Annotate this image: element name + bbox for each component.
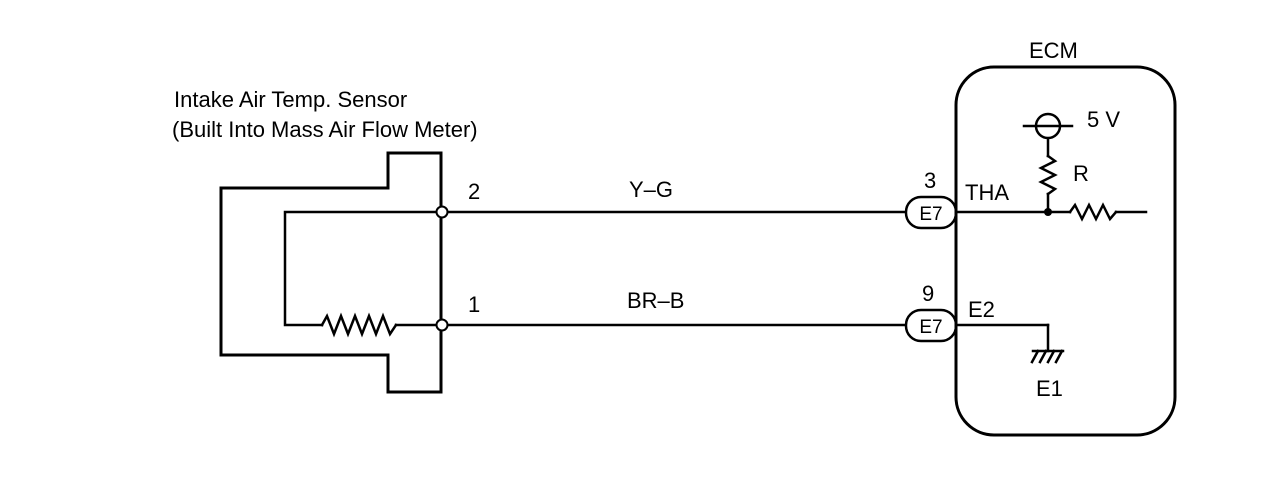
e2-label: E2 <box>968 297 995 322</box>
pullup-resistor-icon <box>1038 154 1058 196</box>
wire-br-b-label: BR–B <box>627 288 684 313</box>
sensor-thermistor-resistor-icon <box>320 312 398 338</box>
harness: Y–G BR–B <box>446 177 908 327</box>
connector-e7-pin-9: E7 9 <box>904 281 958 343</box>
connector-pin-number: 9 <box>922 281 934 306</box>
wire-y-g-label: Y–G <box>629 177 673 202</box>
ground-icon <box>1030 349 1064 364</box>
ecm-box <box>954 65 1177 437</box>
ecm-title: ECM <box>1029 38 1078 63</box>
connector-name: E7 <box>919 204 942 225</box>
connector-e7-pin-3: E7 3 <box>904 168 958 230</box>
e1-label: E1 <box>1036 376 1063 401</box>
intake-air-temp-sensor: Intake Air Temp. Sensor (Built Into Mass… <box>172 87 480 394</box>
internal-resistor-icon <box>1068 202 1118 222</box>
sensor-terminal-2 <box>435 205 449 219</box>
tha-label: THA <box>965 180 1009 205</box>
sensor-subtitle: (Built Into Mass Air Flow Meter) <box>172 117 478 142</box>
sensor-pin-2-label: 2 <box>468 179 480 204</box>
sensor-internal-loop <box>283 210 443 327</box>
connector-name: E7 <box>919 317 942 338</box>
sensor-pin-1-label: 1 <box>468 292 480 317</box>
connector-pin-number: 3 <box>924 168 936 193</box>
sensor-terminal-1 <box>435 318 449 332</box>
resistor-r-label: R <box>1073 161 1089 186</box>
ecm: ECM THA 5 V R E2 E1 <box>954 38 1177 437</box>
supply-voltage-label: 5 V <box>1087 107 1120 132</box>
sensor-housing <box>219 151 443 394</box>
sensor-title: Intake Air Temp. Sensor <box>174 87 407 112</box>
